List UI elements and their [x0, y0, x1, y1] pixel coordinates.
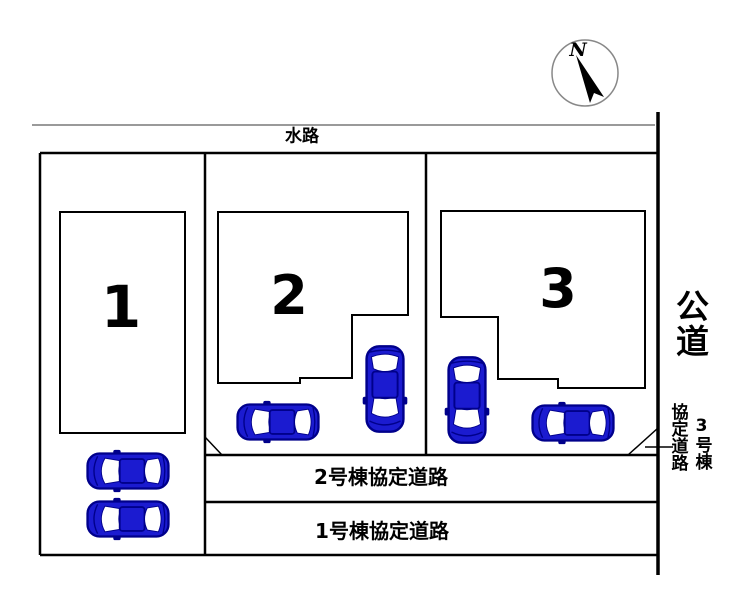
agreement-road-2-label: 2号棟協定道路 — [314, 465, 448, 489]
compass-north-label: N — [569, 39, 587, 61]
car-top-view-icon — [86, 448, 170, 494]
agreement-road-3-label-col2: 協定道路 — [667, 403, 688, 471]
car-top-view-icon — [443, 356, 491, 444]
lot-1-number: 1 — [100, 273, 142, 341]
lot-2-building-outline — [217, 211, 409, 384]
lot-2-number: 2 — [270, 264, 308, 327]
lot-1-building-outline — [59, 211, 186, 434]
car-top-view-icon — [361, 345, 409, 433]
lot3-corner-chamfer — [627, 427, 659, 456]
agreement-road-1-label: 1号棟協定道路 — [315, 519, 449, 543]
lot-3-building-outline — [440, 210, 646, 389]
public-road-label: 公道 — [670, 289, 710, 359]
car-top-view-icon — [236, 399, 320, 445]
north-compass-icon — [551, 39, 619, 107]
car-top-view-icon — [531, 400, 615, 446]
lot-3-number: 3 — [539, 257, 577, 320]
car-top-view-icon — [86, 496, 170, 542]
agreement-road-3-label-col1: 3号棟 — [691, 416, 712, 470]
waterway-label: 水路 — [285, 126, 319, 147]
lot2-corner-chamfer — [204, 436, 223, 456]
